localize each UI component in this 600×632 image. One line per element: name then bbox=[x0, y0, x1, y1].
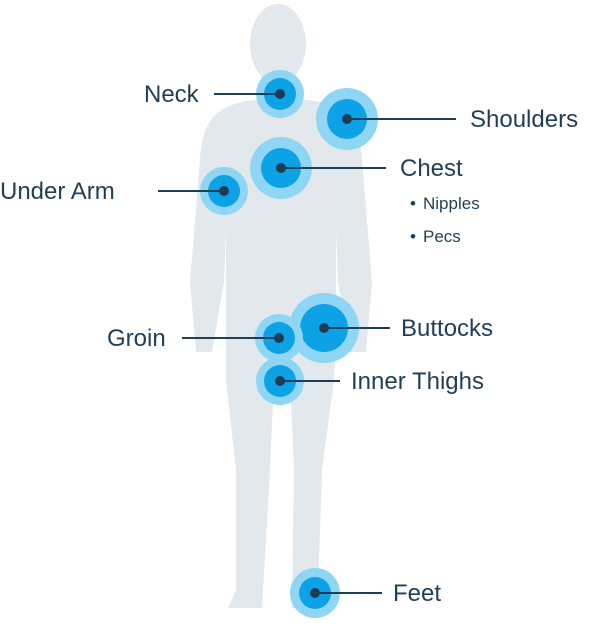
region-neck: Neck bbox=[144, 70, 304, 118]
chest-point-bullet: • bbox=[410, 227, 416, 246]
neck-label: Neck bbox=[144, 81, 200, 108]
human-silhouette bbox=[190, 4, 372, 608]
chest-label: Chest bbox=[400, 155, 463, 182]
groin-label: Groin bbox=[107, 325, 166, 352]
shoulders-label: Shoulders bbox=[470, 106, 578, 133]
chest-point-nipples: Nipples bbox=[423, 194, 480, 213]
region-inner-thighs: Inner Thighs bbox=[256, 357, 484, 405]
region-under-arm: Under Arm bbox=[0, 167, 248, 215]
under-arm-label: Under Arm bbox=[0, 178, 115, 205]
chest-point-pecs: Pecs bbox=[423, 227, 461, 246]
region-buttocks: Buttocks bbox=[289, 293, 493, 363]
inner-thighs-label: Inner Thighs bbox=[351, 368, 484, 395]
region-shoulders: Shoulders bbox=[316, 88, 578, 150]
region-feet: Feet bbox=[290, 568, 441, 618]
region-groin: Groin bbox=[107, 314, 303, 362]
region-chest: Chest • Nipples • Pecs bbox=[250, 137, 480, 246]
buttocks-label: Buttocks bbox=[401, 315, 493, 342]
feet-label: Feet bbox=[393, 580, 441, 607]
chest-point-bullet: • bbox=[410, 194, 416, 213]
